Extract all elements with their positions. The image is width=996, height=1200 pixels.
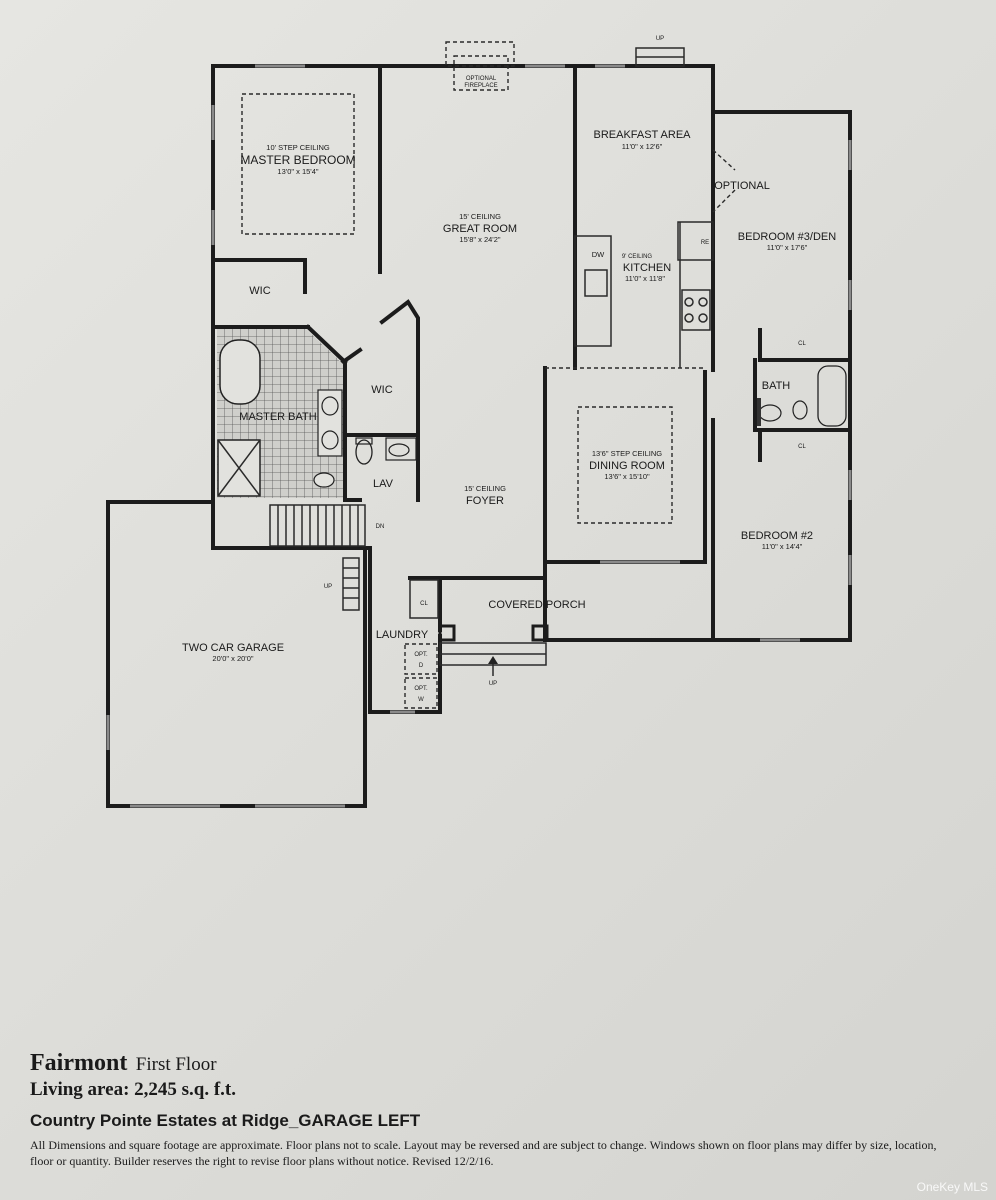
svg-text:OPTIONAL: OPTIONAL [466, 76, 497, 82]
svg-text:BEDROOM #2: BEDROOM #2 [741, 530, 813, 542]
svg-text:10' STEP CEILING: 10' STEP CEILING [266, 143, 330, 152]
svg-text:13'0" x 15'4": 13'0" x 15'4" [277, 167, 318, 176]
room-dining-room: 13'6" STEP CEILING DINING ROOM 13'6" x 1… [589, 449, 665, 481]
svg-text:UP: UP [324, 584, 332, 590]
hall-bath-fixtures [757, 365, 847, 427]
windows [106, 64, 852, 808]
svg-text:CL: CL [798, 444, 806, 450]
plan-footer: Fairmont First Floor Living area: 2,245 … [30, 1050, 970, 1169]
kitchen-fixtures [574, 221, 714, 368]
community-name: Country Pointe Estates at Ridge_GARAGE L… [30, 1111, 421, 1130]
disclaimer: All Dimensions and square footage are ap… [30, 1138, 937, 1168]
svg-text:11'0" x 17'6": 11'0" x 17'6" [767, 243, 808, 252]
room-hall-bath: CL BATH CL [762, 341, 807, 450]
room-lav: LAV [373, 478, 394, 490]
room-bedroom-2: BEDROOM #2 11'0" x 14'4" [741, 530, 813, 551]
svg-text:OPT.: OPT. [414, 686, 428, 692]
svg-text:11'0" x 11'8": 11'0" x 11'8" [625, 274, 665, 283]
room-master-bedroom: 10' STEP CEILING MASTER BEDROOM 13'0" x … [240, 143, 355, 176]
svg-text:W: W [418, 697, 424, 703]
room-master-bath: MASTER BATH [239, 411, 316, 423]
svg-text:WIC: WIC [249, 285, 270, 297]
porch-up-arrow: UP [488, 656, 498, 687]
svg-text:WIC: WIC [371, 384, 392, 396]
master-step-ceiling [241, 93, 355, 235]
room-two-car-garage: TWO CAR GARAGE 20'0" x 20'0" [182, 642, 284, 663]
svg-text:BREAKFAST AREA: BREAKFAST AREA [593, 129, 691, 141]
svg-text:D: D [419, 663, 424, 669]
master-bath-fixtures [217, 339, 343, 497]
svg-text:MASTER BEDROOM: MASTER BEDROOM [240, 153, 355, 167]
svg-text:LAUNDRY: LAUNDRY [376, 629, 429, 641]
svg-text:BEDROOM #3/DEN: BEDROOM #3/DEN [738, 231, 836, 243]
svg-text:FOYER: FOYER [466, 495, 504, 507]
room-bedroom-3: OPTIONAL BEDROOM #3/DEN 11'0" x 17'6" [714, 180, 836, 252]
svg-text:11'0" x 14'4": 11'0" x 14'4" [762, 542, 803, 551]
svg-text:OPTIONAL: OPTIONAL [714, 180, 770, 192]
svg-text:KITCHEN: KITCHEN [623, 262, 671, 274]
svg-text:15' CEILING: 15' CEILING [459, 212, 501, 221]
room-kitchen: 9' CEILING KITCHEN 11'0" x 11'8" DW RE [592, 240, 709, 283]
svg-text:GREAT ROOM: GREAT ROOM [443, 223, 517, 235]
svg-text:DW: DW [592, 250, 605, 259]
optional-fireplace: OPTIONAL FIREPLACE [445, 41, 515, 91]
basement-stairs: DN UP [269, 504, 385, 611]
svg-text:DN: DN [376, 524, 385, 530]
svg-text:13'6" x 15'10": 13'6" x 15'10" [604, 472, 650, 481]
plan-name: Fairmont [30, 1050, 128, 1076]
room-foyer: 15' CEILING FOYER [464, 484, 506, 507]
lav-fixtures [355, 437, 417, 465]
svg-text:9' CEILING: 9' CEILING [622, 254, 652, 260]
svg-text:DINING ROOM: DINING ROOM [589, 460, 665, 472]
svg-text:15' CEILING: 15' CEILING [464, 484, 506, 493]
svg-text:UP: UP [656, 36, 664, 42]
living-area: Living area: 2,245 s.q. f.t. [30, 1079, 237, 1100]
optional-door [712, 149, 736, 213]
room-covered-porch: COVERED PORCH [488, 599, 585, 611]
laundry-closet-label: CL [420, 601, 428, 607]
svg-text:13'6" STEP CEILING: 13'6" STEP CEILING [592, 449, 662, 458]
laundry-appliances [404, 579, 439, 709]
svg-text:15'8" x 24'2": 15'8" x 24'2" [459, 235, 500, 244]
svg-text:RE: RE [701, 240, 709, 246]
svg-text:UP: UP [489, 681, 497, 687]
floor-plan: OPTIONAL FIREPLACE UP [106, 36, 852, 808]
svg-text:CL: CL [798, 341, 806, 347]
svg-text:OPT.: OPT. [414, 652, 428, 658]
plan-floor: First Floor [135, 1054, 217, 1075]
room-breakfast-area: BREAKFAST AREA 11'0" x 12'6" [593, 129, 691, 151]
svg-text:11'0" x 12'6": 11'0" x 12'6" [622, 142, 663, 151]
svg-text:BATH: BATH [762, 380, 791, 392]
room-laundry: LAUNDRY OPT. D OPT. W [376, 629, 429, 703]
room-great-room: 15' CEILING GREAT ROOM 15'8" x 24'2" [443, 212, 517, 244]
svg-text:TWO CAR GARAGE: TWO CAR GARAGE [182, 642, 284, 654]
room-wic-labels: WIC WIC [249, 285, 392, 396]
kitchen-door-steps: UP [635, 36, 685, 67]
mls-watermark: OneKey MLS [916, 1180, 988, 1194]
svg-text:FIREPLACE: FIREPLACE [464, 83, 497, 89]
svg-text:20'0" x 20'0": 20'0" x 20'0" [212, 654, 253, 663]
plan-title: Fairmont First Floor [30, 1050, 970, 1077]
